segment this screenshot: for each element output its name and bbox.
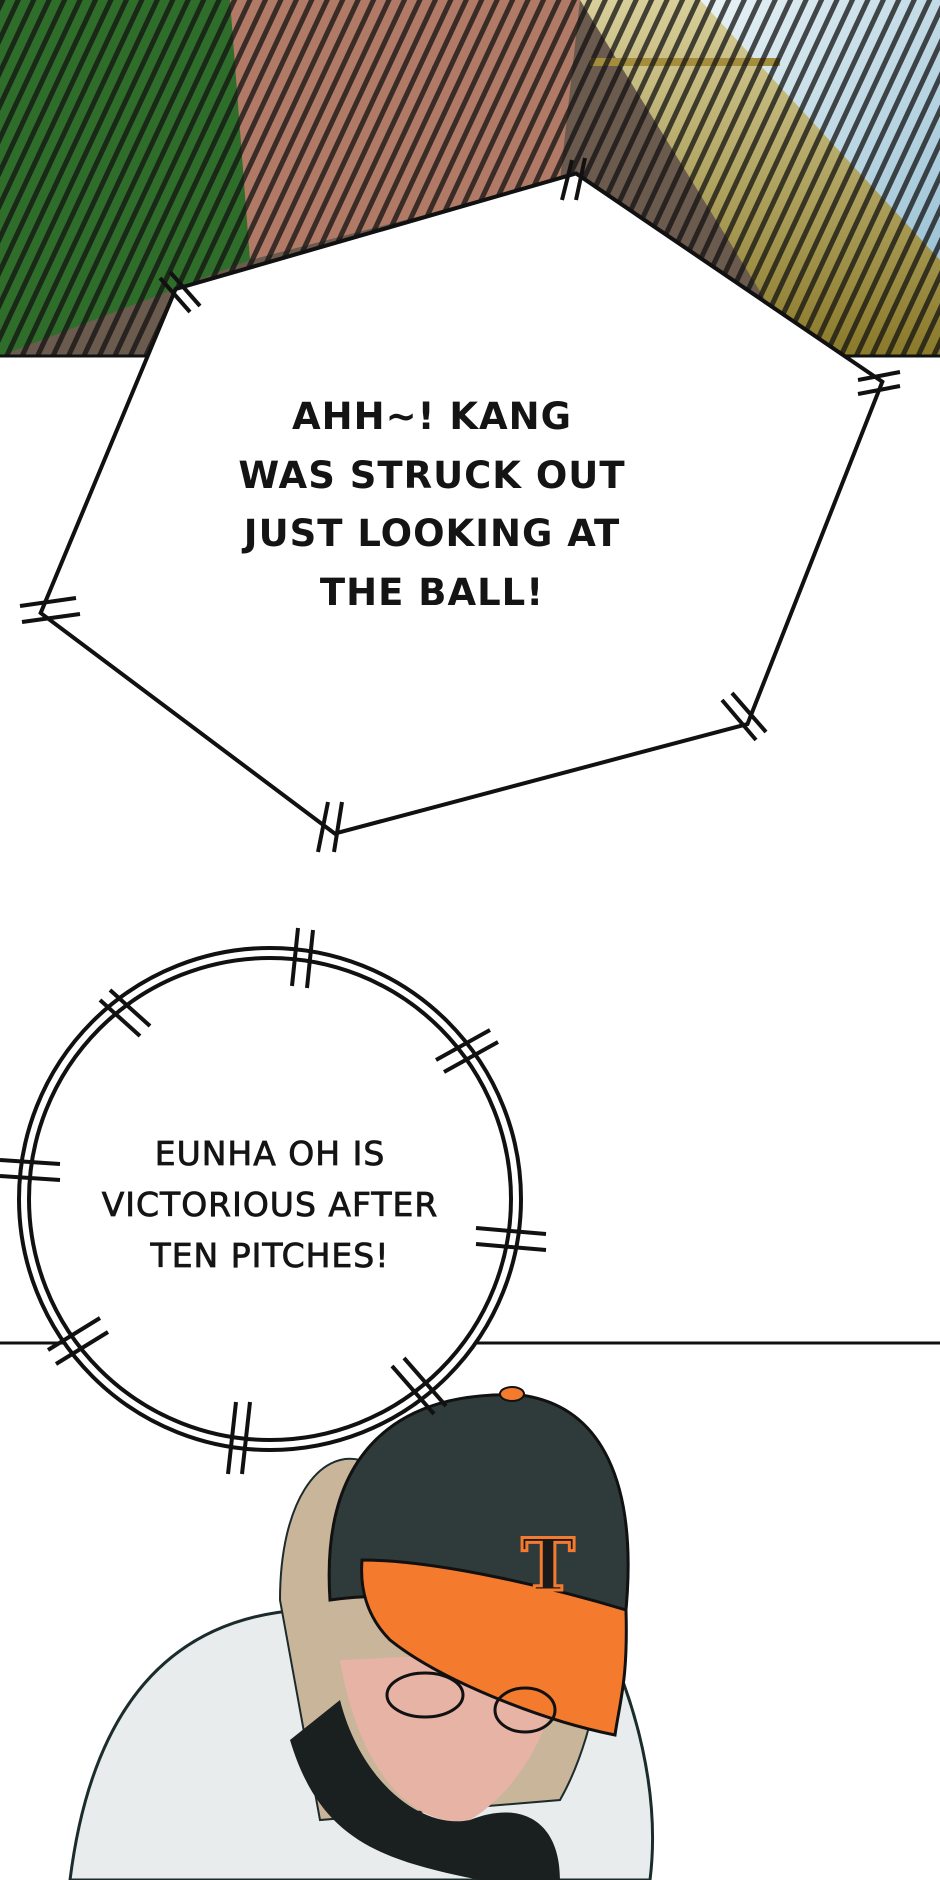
- bubble-line: THE BALL!: [319, 570, 545, 614]
- glasses: [385, 1671, 557, 1734]
- bubble-line: EUNHA OH IS: [154, 1134, 386, 1174]
- character-eunha: [68, 1386, 654, 1880]
- bubble-line: AHH~! KANG: [292, 395, 572, 438]
- bubble-text-kang: AHH~! KANG WAS STRUCK OUT JUST LOOKING A…: [232, 388, 632, 622]
- speech-bubble-circle: [0, 927, 547, 1475]
- speech-bubble-octagon: [19, 157, 901, 853]
- bubble-line: TEN PITCHES!: [150, 1236, 390, 1276]
- bubble-text-eunha: EUNHA OH IS VICTORIOUS AFTER TEN PITCHES…: [60, 1128, 480, 1281]
- cap-button: [499, 1386, 525, 1402]
- bubble-line: WAS STRUCK OUT: [238, 453, 626, 497]
- cap-logo: T: [521, 1522, 575, 1607]
- bubble-line: JUST LOOKING AT: [243, 512, 621, 555]
- bubble-line: VICTORIOUS AFTER: [101, 1185, 439, 1225]
- cap-visor: [360, 1558, 628, 1737]
